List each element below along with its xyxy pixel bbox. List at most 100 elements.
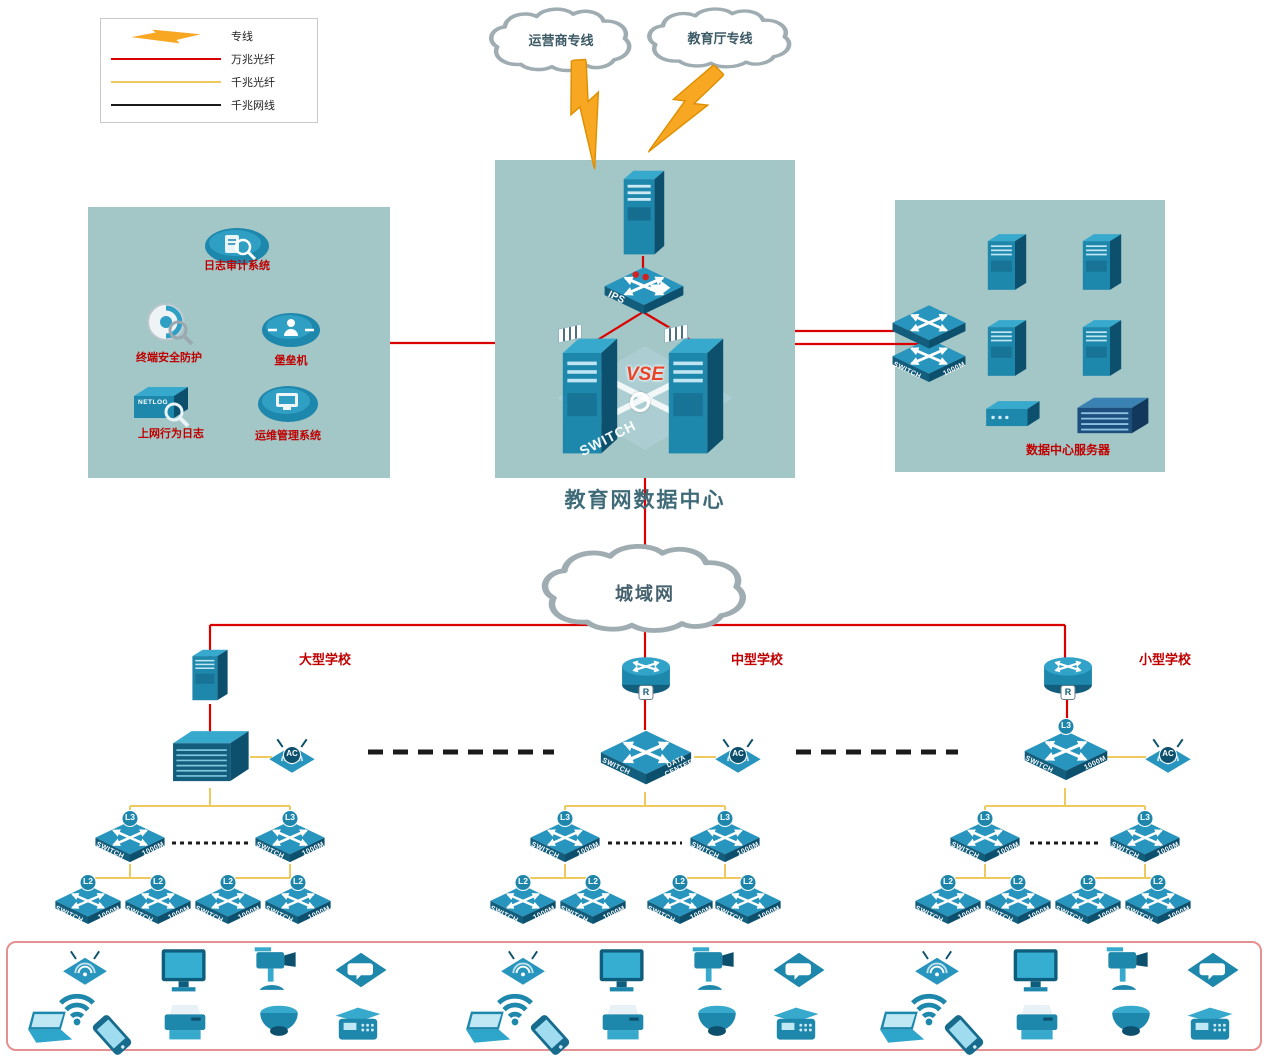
wireless-ap-icon[interactable] xyxy=(498,950,548,986)
rack-server-icon[interactable] xyxy=(983,316,1031,380)
desktop-monitor-icon[interactable] xyxy=(598,946,652,998)
server-panel-caption: 数据中心服务器 xyxy=(1025,443,1110,457)
l2-badge: L2 xyxy=(671,874,689,891)
legend-row-10g: 万兆光纤 xyxy=(111,51,307,67)
l2-switch[interactable]: L2 SWITCH 1000M xyxy=(124,874,192,930)
l3-switch[interactable]: L3 SWITCH 1000M xyxy=(949,810,1021,868)
ops-management-icon[interactable] xyxy=(256,382,320,426)
l3-badge: L3 xyxy=(716,810,734,827)
data-center-switch-stack[interactable]: SWITCH 1000M xyxy=(891,298,967,390)
l3-switch[interactable]: L3 SWITCH 1000M xyxy=(529,810,601,868)
ptz-camera-icon[interactable] xyxy=(252,944,300,998)
l2-switch[interactable]: L2 SWITCH 1000M xyxy=(714,874,782,930)
printer-icon[interactable] xyxy=(160,1002,210,1044)
dome-camera-icon[interactable] xyxy=(694,1000,740,1044)
printer-icon[interactable] xyxy=(1012,1002,1062,1044)
vsf-label: VSE xyxy=(625,364,665,385)
message-terminal-icon[interactable] xyxy=(334,950,388,990)
education-cloud[interactable]: 教育厅专线 xyxy=(643,6,797,72)
legend: 专线 万兆光纤 千兆光纤 千兆网线 xyxy=(100,18,318,123)
log-audit-icon[interactable] xyxy=(203,224,271,266)
wireless-ap-icon[interactable] xyxy=(912,950,962,986)
message-terminal-icon[interactable] xyxy=(1186,950,1240,990)
wireless-ap-icon[interactable] xyxy=(60,950,110,986)
laptop-icon[interactable] xyxy=(24,1010,78,1046)
education-cloud-label: 教育厅专线 xyxy=(687,31,753,47)
stack-link-icon xyxy=(630,392,650,412)
bastion-host-icon[interactable] xyxy=(260,310,322,350)
server-rack-icon[interactable] xyxy=(1072,390,1152,440)
firewall-device[interactable] xyxy=(616,166,670,260)
fax-phone-icon[interactable] xyxy=(1182,1006,1238,1046)
l2-badge: L2 xyxy=(1149,874,1167,891)
laptop-icon[interactable] xyxy=(462,1010,516,1046)
core-switch-data-center[interactable]: SWITCH DATA CENTER xyxy=(599,724,695,792)
ptz-camera-icon[interactable] xyxy=(1104,944,1152,998)
terminal-security-label: 终端安全防护 xyxy=(136,352,202,364)
l2-switch[interactable]: L2 SWITCH 1000M xyxy=(194,874,262,930)
l3-switch[interactable]: L3 SWITCH 1000M xyxy=(1109,810,1181,868)
core-l3-switch[interactable]: L3 SWITCH 1000M xyxy=(1023,718,1109,788)
school-router-icon[interactable]: R xyxy=(1042,654,1094,700)
red-line-icon xyxy=(111,58,221,60)
man-cloud[interactable]: 城域网 xyxy=(536,542,754,638)
netlog-icon[interactable]: NETLOG xyxy=(130,382,192,428)
l3-badge: L3 xyxy=(121,810,139,827)
rack-server-icon[interactable] xyxy=(983,230,1031,294)
l2-switch[interactable]: L2 SWITCH 1000M xyxy=(559,874,627,930)
l3-switch[interactable]: L3 SWITCH 1000M xyxy=(94,810,166,868)
dome-camera-icon[interactable] xyxy=(256,1000,302,1044)
black-line-icon xyxy=(111,104,221,106)
l2-badge: L2 xyxy=(1009,874,1027,891)
ac-badge: AC xyxy=(283,746,301,765)
core-chassis-switch[interactable] xyxy=(168,726,252,788)
l2-switch[interactable]: L2 SWITCH 1000M xyxy=(264,874,332,930)
ptz-camera-icon[interactable] xyxy=(690,944,738,998)
school-router-icon[interactable]: R xyxy=(620,654,672,700)
ips-device[interactable]: IPS xyxy=(603,262,685,320)
l3-switch[interactable]: L3 SWITCH 1000M xyxy=(254,810,326,868)
netlog-badge: NETLOG xyxy=(138,399,169,406)
l2-switch[interactable]: L2 SWITCH 1000M xyxy=(1054,874,1122,930)
l2-switch[interactable]: L2 SWITCH 1000M xyxy=(1124,874,1192,930)
net-behavior-label: 上网行为日志 xyxy=(138,428,204,440)
l2-switch[interactable]: L2 SWITCH 1000M xyxy=(54,874,122,930)
l2-badge: L2 xyxy=(219,874,237,891)
l3-switch[interactable]: L3 SWITCH 1000M xyxy=(689,810,761,868)
fax-phone-icon[interactable] xyxy=(330,1006,386,1046)
desktop-monitor-icon[interactable] xyxy=(1012,946,1066,998)
rack-server-icon[interactable] xyxy=(1078,230,1126,294)
log-audit-label: 日志审计系统 xyxy=(204,260,270,272)
wireless-controller[interactable]: AC xyxy=(268,738,316,774)
l2-badge: L2 xyxy=(514,874,532,891)
l2-switch[interactable]: L2 SWITCH 1000M xyxy=(489,874,557,930)
l2-badge: L2 xyxy=(584,874,602,891)
printer-icon[interactable] xyxy=(598,1002,648,1044)
l2-switch[interactable]: L2 SWITCH 1000M xyxy=(914,874,982,930)
l2-badge: L2 xyxy=(149,874,167,891)
fax-phone-icon[interactable] xyxy=(768,1006,824,1046)
l3-badge: L3 xyxy=(281,810,299,827)
storage-device-icon[interactable] xyxy=(981,393,1043,435)
wireless-controller[interactable]: AC xyxy=(714,738,762,774)
wireless-controller[interactable]: AC xyxy=(1144,738,1192,774)
terminal-security-icon[interactable] xyxy=(140,300,198,348)
legend-row-1g-copper: 千兆网线 xyxy=(111,97,307,113)
l2-badge: L2 xyxy=(79,874,97,891)
l2-switch[interactable]: L2 SWITCH 1000M xyxy=(984,874,1052,930)
rack-server-icon[interactable] xyxy=(1078,316,1126,380)
desktop-monitor-icon[interactable] xyxy=(160,946,214,998)
laptop-icon[interactable] xyxy=(876,1010,930,1046)
l2-switch[interactable]: L2 SWITCH 1000M xyxy=(646,874,714,930)
core-server-right[interactable] xyxy=(662,323,730,462)
message-terminal-icon[interactable] xyxy=(772,950,826,990)
school-name-large: 大型学校 xyxy=(298,652,351,667)
school-server-icon[interactable] xyxy=(188,646,232,704)
l2-badge: L2 xyxy=(739,874,757,891)
legend-row-dedicated: 专线 xyxy=(111,28,307,44)
school-name-small: 小型学校 xyxy=(1138,652,1191,667)
dome-camera-icon[interactable] xyxy=(1108,1000,1154,1044)
carrier-cloud[interactable]: 运营商专线 xyxy=(485,6,637,76)
ac-badge: AC xyxy=(1159,746,1177,765)
yellow-line-icon xyxy=(111,81,221,83)
